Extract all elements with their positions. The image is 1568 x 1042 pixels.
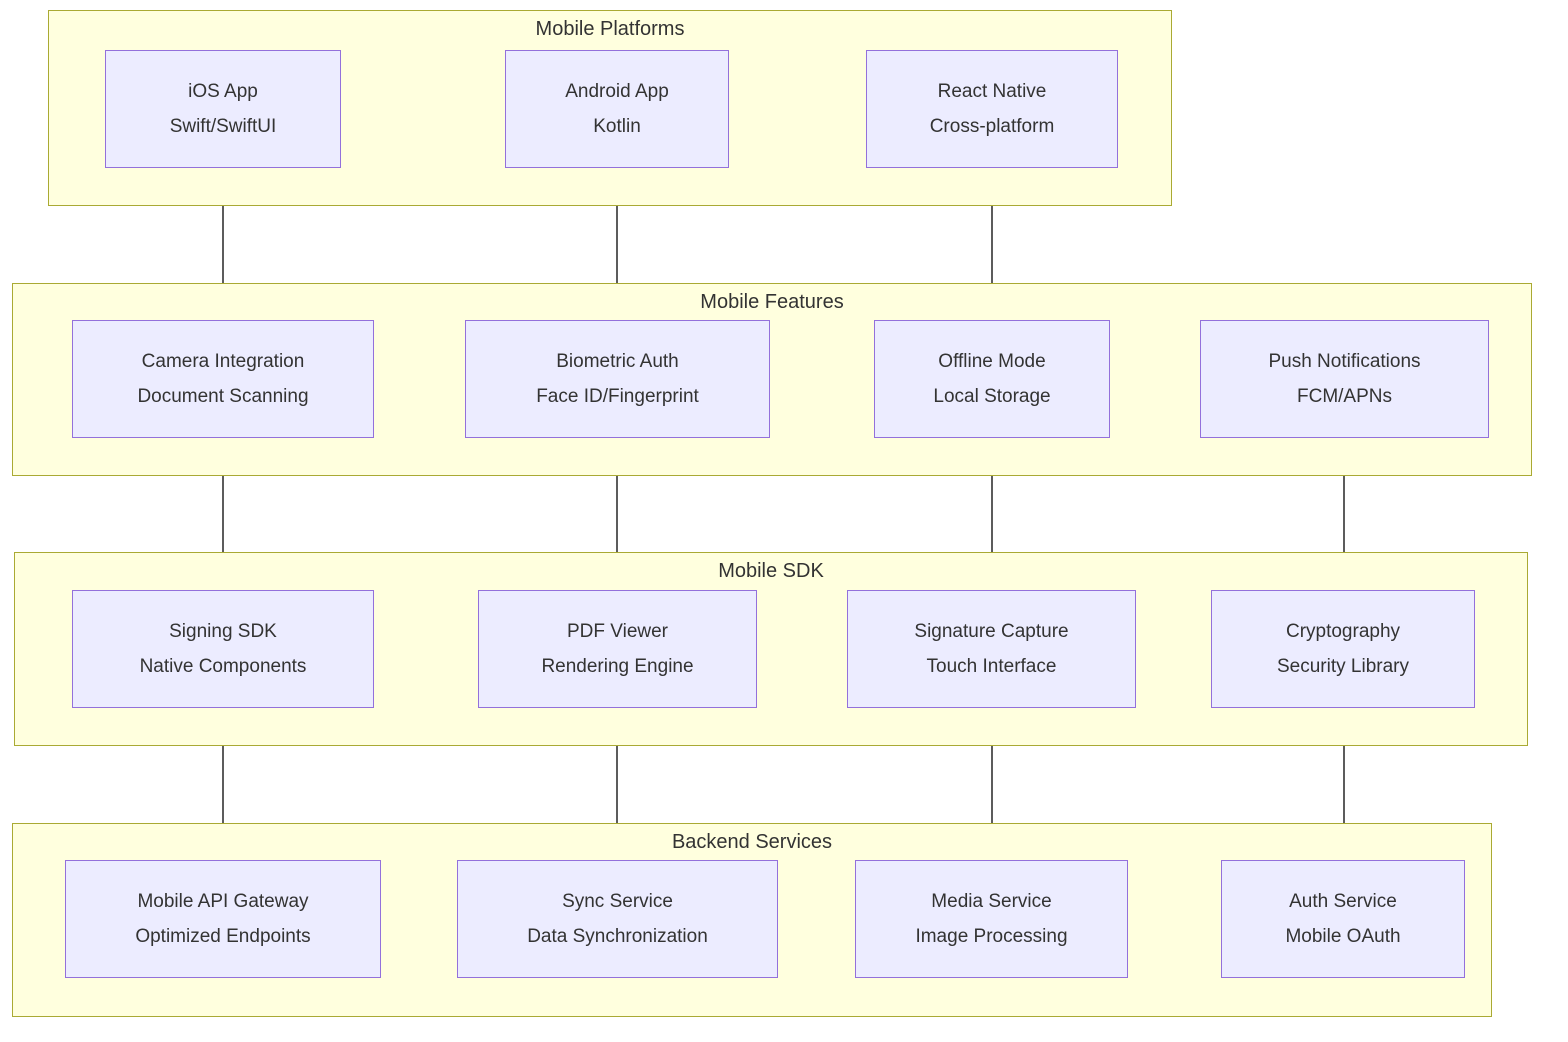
node-biometric-auth: Biometric Auth Face ID/Fingerprint [465,320,770,438]
node-mobile-api-gateway-title: Mobile API Gateway [137,891,309,912]
group-title-backend-services: Backend Services [671,831,833,853]
node-sync-service-title: Sync Service [562,891,673,912]
node-push-notifications-title: Push Notifications [1268,351,1421,372]
node-react-native-subtitle: Cross-platform [929,116,1055,137]
node-auth-service: Auth Service Mobile OAuth [1221,860,1465,978]
node-auth-service-title: Auth Service [1289,891,1397,912]
node-pdf-viewer: PDF Viewer Rendering Engine [478,590,757,708]
group-title-mobile-platforms: Mobile Platforms [535,18,685,40]
node-ios-app-subtitle: Swift/SwiftUI [169,116,277,137]
node-sync-service-subtitle: Data Synchronization [527,926,708,947]
node-offline-mode-title: Offline Mode [938,351,1046,372]
node-signature-capture-subtitle: Touch Interface [926,656,1057,677]
node-signing-sdk-subtitle: Native Components [139,656,307,677]
node-auth-service-subtitle: Mobile OAuth [1285,926,1401,947]
node-signature-capture-title: Signature Capture [914,621,1069,642]
node-camera-integration-subtitle: Document Scanning [137,386,309,407]
node-ios-app-title: iOS App [188,81,258,102]
node-offline-mode: Offline Mode Local Storage [874,320,1110,438]
node-media-service: Media Service Image Processing [855,860,1128,978]
node-camera-integration: Camera Integration Document Scanning [72,320,374,438]
node-react-native-title: React Native [937,81,1047,102]
node-cryptography: Cryptography Security Library [1211,590,1475,708]
node-media-service-title: Media Service [931,891,1052,912]
node-media-service-subtitle: Image Processing [915,926,1068,947]
node-android-app-subtitle: Kotlin [593,116,641,137]
node-signing-sdk-title: Signing SDK [169,621,277,642]
node-cryptography-subtitle: Security Library [1277,656,1409,677]
node-sync-service: Sync Service Data Synchronization [457,860,778,978]
node-pdf-viewer-subtitle: Rendering Engine [541,656,694,677]
node-cryptography-title: Cryptography [1285,621,1401,642]
group-title-mobile-features: Mobile Features [700,291,844,313]
node-react-native: React Native Cross-platform [866,50,1118,168]
node-biometric-auth-title: Biometric Auth [556,351,679,372]
node-offline-mode-subtitle: Local Storage [933,386,1051,407]
node-android-app: Android App Kotlin [505,50,729,168]
node-android-app-title: Android App [565,81,669,102]
node-camera-integration-title: Camera Integration [141,351,305,372]
node-mobile-api-gateway-subtitle: Optimized Endpoints [135,926,311,947]
node-signature-capture: Signature Capture Touch Interface [847,590,1136,708]
node-ios-app: iOS App Swift/SwiftUI [105,50,341,168]
node-signing-sdk: Signing SDK Native Components [72,590,374,708]
group-title-mobile-sdk: Mobile SDK [718,560,824,582]
node-pdf-viewer-title: PDF Viewer [566,621,668,642]
node-push-notifications-subtitle: FCM/APNs [1297,386,1392,407]
node-push-notifications: Push Notifications FCM/APNs [1200,320,1489,438]
node-mobile-api-gateway: Mobile API Gateway Optimized Endpoints [65,860,381,978]
node-biometric-auth-subtitle: Face ID/Fingerprint [536,386,699,407]
